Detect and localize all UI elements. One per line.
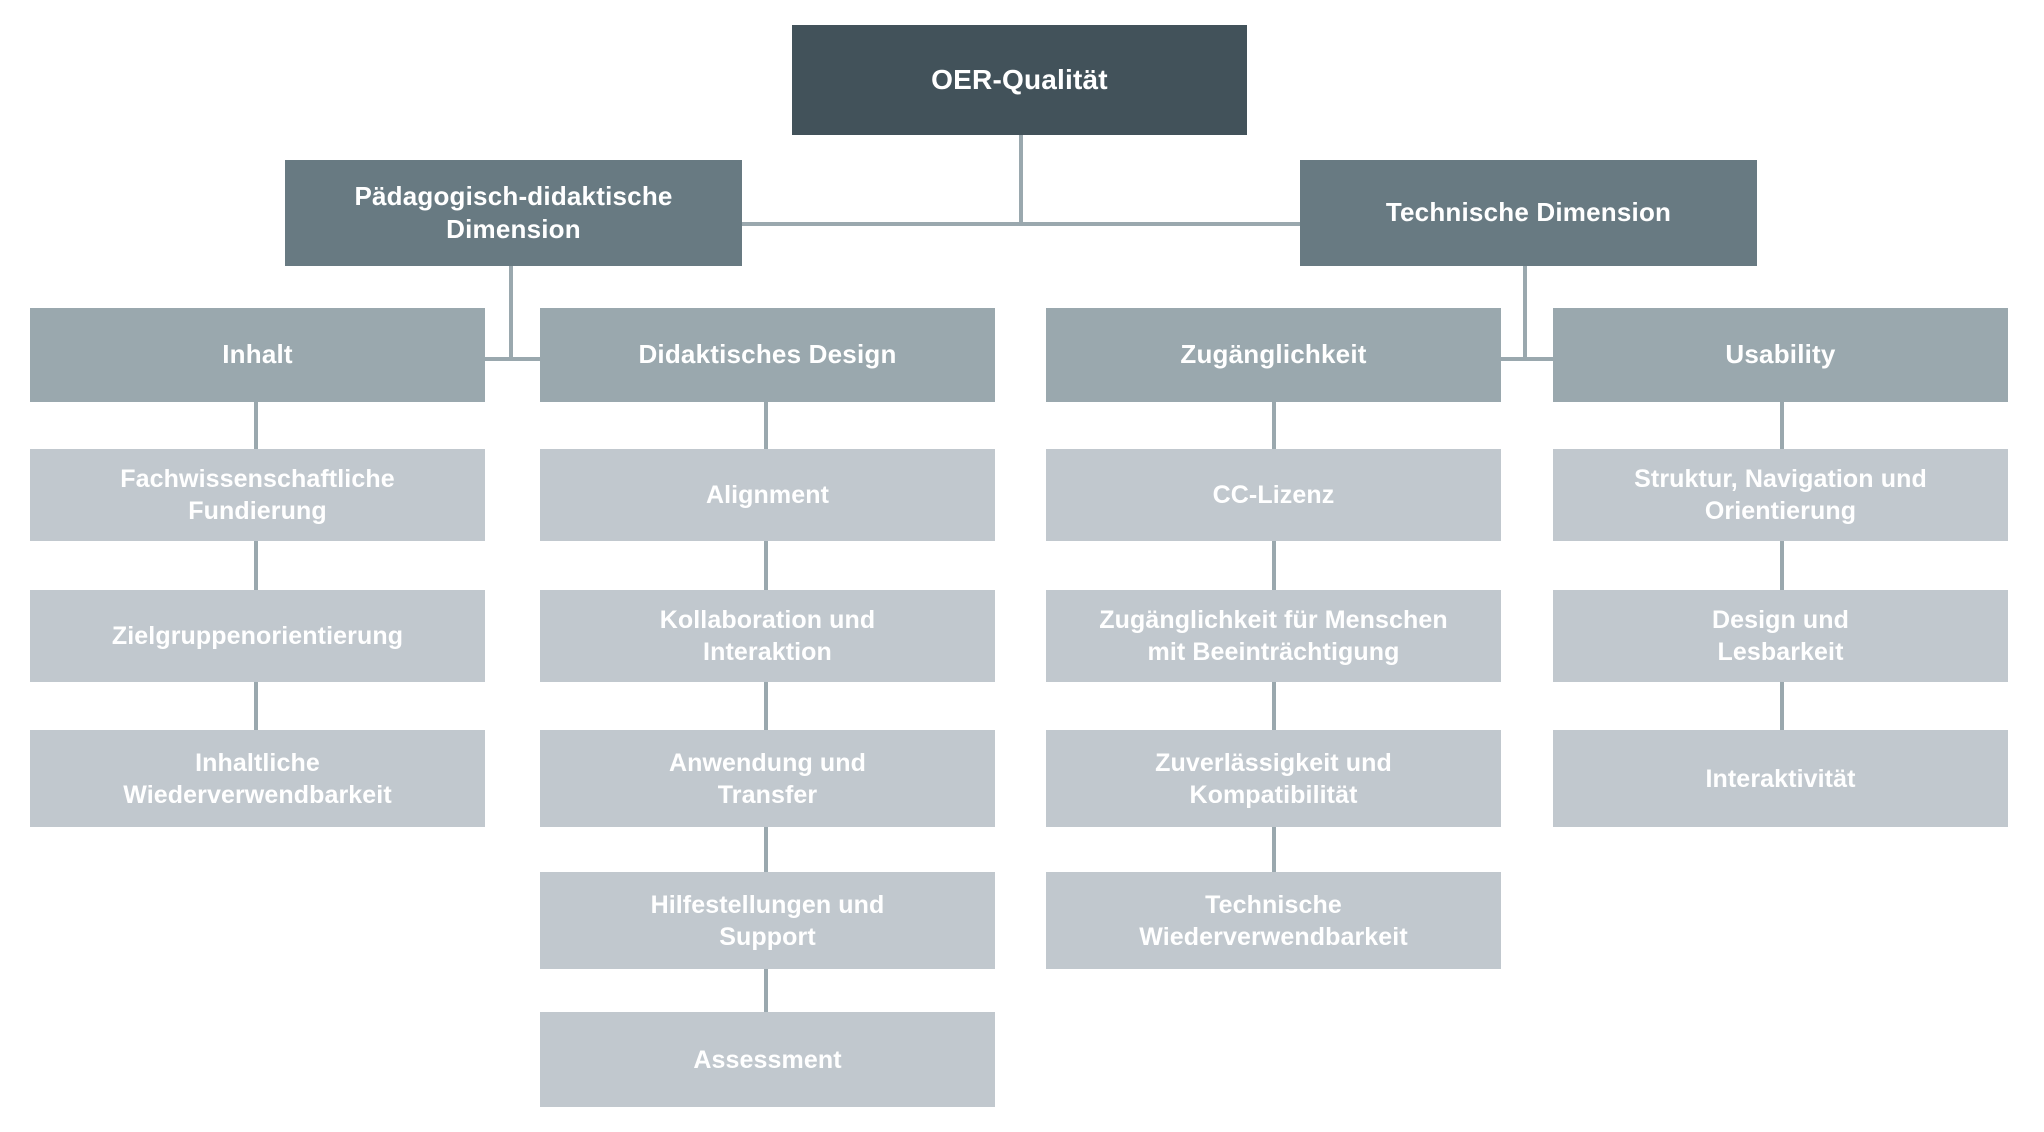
node-fachwissenschaftliche-fundierung[interactable]: Fachwissenschaftliche Fundierung xyxy=(30,449,485,541)
node-label: Struktur, Navigation und Orientierung xyxy=(1634,465,1927,525)
node-cc-lizenz[interactable]: CC-Lizenz xyxy=(1046,449,1501,541)
node-zielgruppenorientierung[interactable]: Zielgruppenorientierung xyxy=(30,590,485,682)
node-label: Technische Dimension xyxy=(1385,197,1672,228)
node-label: Usability xyxy=(1725,339,1836,370)
node-label: Alignment xyxy=(705,481,830,509)
node-label: Zugänglichkeit xyxy=(1180,339,1367,370)
connector-dimension-crossbar xyxy=(742,222,1300,226)
connector-technical-crossbar xyxy=(1497,357,1557,361)
node-inhaltliche-wiederverwendbarkeit[interactable]: Inhaltliche Wiederverwendbarkeit xyxy=(30,730,485,827)
node-didaktisches-design[interactable]: Didaktisches Design xyxy=(540,308,995,402)
connector-pedagogic-stem xyxy=(509,266,513,361)
node-technische-wiederverwendbarkeit[interactable]: Technische Wiederverwendbarkeit xyxy=(1046,872,1501,969)
connector-technical-stem xyxy=(1523,266,1527,361)
connector-root-stem xyxy=(1019,135,1023,224)
node-struktur-navigation-und-orientierung[interactable]: Struktur, Navigation und Orientierung xyxy=(1553,449,2008,541)
node-zugaenglichkeit[interactable]: Zugänglichkeit xyxy=(1046,308,1501,402)
node-label: Zielgruppenorientierung xyxy=(111,622,404,650)
node-label: Didaktisches Design xyxy=(638,339,897,370)
node-hilfestellungen-und-support[interactable]: Hilfestellungen und Support xyxy=(540,872,995,969)
node-label: Anwendung und Transfer xyxy=(668,748,867,809)
node-label: Design und Lesbarkeit xyxy=(1711,606,1850,666)
node-label: Hilfestellungen und Support xyxy=(650,890,885,951)
node-label: Inhalt xyxy=(222,339,293,370)
node-usability[interactable]: Usability xyxy=(1553,308,2008,402)
connector-spine-zugaenglichkeit xyxy=(1272,402,1276,966)
node-label: Zugänglichkeit für Menschen mit Beeinträ… xyxy=(1099,606,1448,666)
connector-pedagogic-crossbar xyxy=(484,357,544,361)
node-zugaenglichkeit-fuer-menschen-mit-beeintraechtigung[interactable]: Zugänglichkeit für Menschen mit Beeinträ… xyxy=(1046,590,1501,682)
node-label: OER-Qualität xyxy=(931,64,1108,96)
node-zuverlaessigkeit-und-kompatibilitaet[interactable]: Zuverlässigkeit und Kompatibilität xyxy=(1046,730,1501,827)
node-kollaboration-und-interaktion[interactable]: Kollaboration und Interaktion xyxy=(540,590,995,682)
node-label: CC-Lizenz xyxy=(1212,481,1335,509)
node-label: Technische Wiederverwendbarkeit xyxy=(1139,890,1408,951)
node-inhalt[interactable]: Inhalt xyxy=(30,308,485,402)
node-interaktivitaet[interactable]: Interaktivität xyxy=(1553,730,2008,827)
node-assessment[interactable]: Assessment xyxy=(540,1012,995,1107)
node-technische-dimension[interactable]: Technische Dimension xyxy=(1300,160,1757,266)
node-label: Assessment xyxy=(693,1045,842,1074)
node-label: Interaktivität xyxy=(1705,764,1856,793)
node-label: Inhaltliche Wiederverwendbarkeit xyxy=(123,748,392,809)
node-label: Kollaboration und Interaktion xyxy=(659,606,876,666)
node-design-und-lesbarkeit[interactable]: Design und Lesbarkeit xyxy=(1553,590,2008,682)
node-alignment[interactable]: Alignment xyxy=(540,449,995,541)
node-label: Fachwissenschaftliche Fundierung xyxy=(120,465,395,525)
node-label: Zuverlässigkeit und Kompatibilität xyxy=(1155,748,1392,809)
node-label: Pädagogisch-didaktische Dimension xyxy=(354,180,673,244)
node-paedagogisch-didaktische-dimension[interactable]: Pädagogisch-didaktische Dimension xyxy=(285,160,742,266)
node-oer-qualitaet[interactable]: OER-Qualität xyxy=(792,25,1247,135)
node-anwendung-und-transfer[interactable]: Anwendung und Transfer xyxy=(540,730,995,827)
